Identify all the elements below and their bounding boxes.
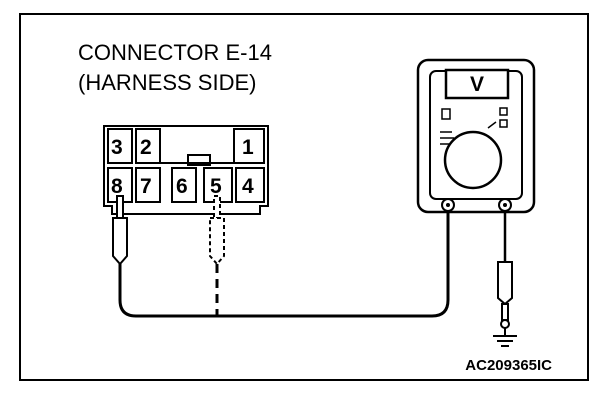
pin-label-3: 3 bbox=[111, 136, 123, 159]
meter-dial bbox=[443, 130, 503, 190]
connector-e14: 3 2 1 8 7 6 5 4 bbox=[103, 125, 269, 215]
ground-symbol-icon bbox=[493, 328, 517, 347]
diagram-frame bbox=[19, 13, 589, 381]
meter-symbol: V bbox=[470, 73, 484, 96]
test-lead-wire bbox=[118, 210, 450, 318]
pin-label-5: 5 bbox=[210, 175, 222, 198]
reference-code: AC209365IC bbox=[465, 357, 552, 374]
meter-display bbox=[444, 68, 510, 100]
pin-1-cell bbox=[233, 128, 265, 164]
pin-3-cell bbox=[107, 128, 133, 164]
pin-4-cell bbox=[235, 167, 265, 203]
pin-label-6: 6 bbox=[176, 175, 188, 198]
connector-title: CONNECTOR E-14 bbox=[78, 40, 272, 65]
pin-7-cell bbox=[135, 167, 161, 203]
connector-subtitle: (HARNESS SIDE) bbox=[78, 70, 256, 95]
pin-label-4: 4 bbox=[242, 175, 254, 198]
pin-label-2: 2 bbox=[140, 136, 152, 159]
pin-label-1: 1 bbox=[242, 136, 254, 159]
voltmeter-icon: V bbox=[416, 58, 536, 214]
pin-2-cell bbox=[135, 128, 161, 164]
pin-6-cell bbox=[171, 167, 197, 203]
probe-pin-5-dashed bbox=[209, 195, 225, 266]
connector-latch bbox=[187, 154, 211, 166]
ground-probe bbox=[497, 261, 513, 329]
pin-label-7: 7 bbox=[140, 175, 152, 198]
pin-label-8: 8 bbox=[111, 175, 123, 198]
probe-pin-8 bbox=[112, 195, 128, 266]
